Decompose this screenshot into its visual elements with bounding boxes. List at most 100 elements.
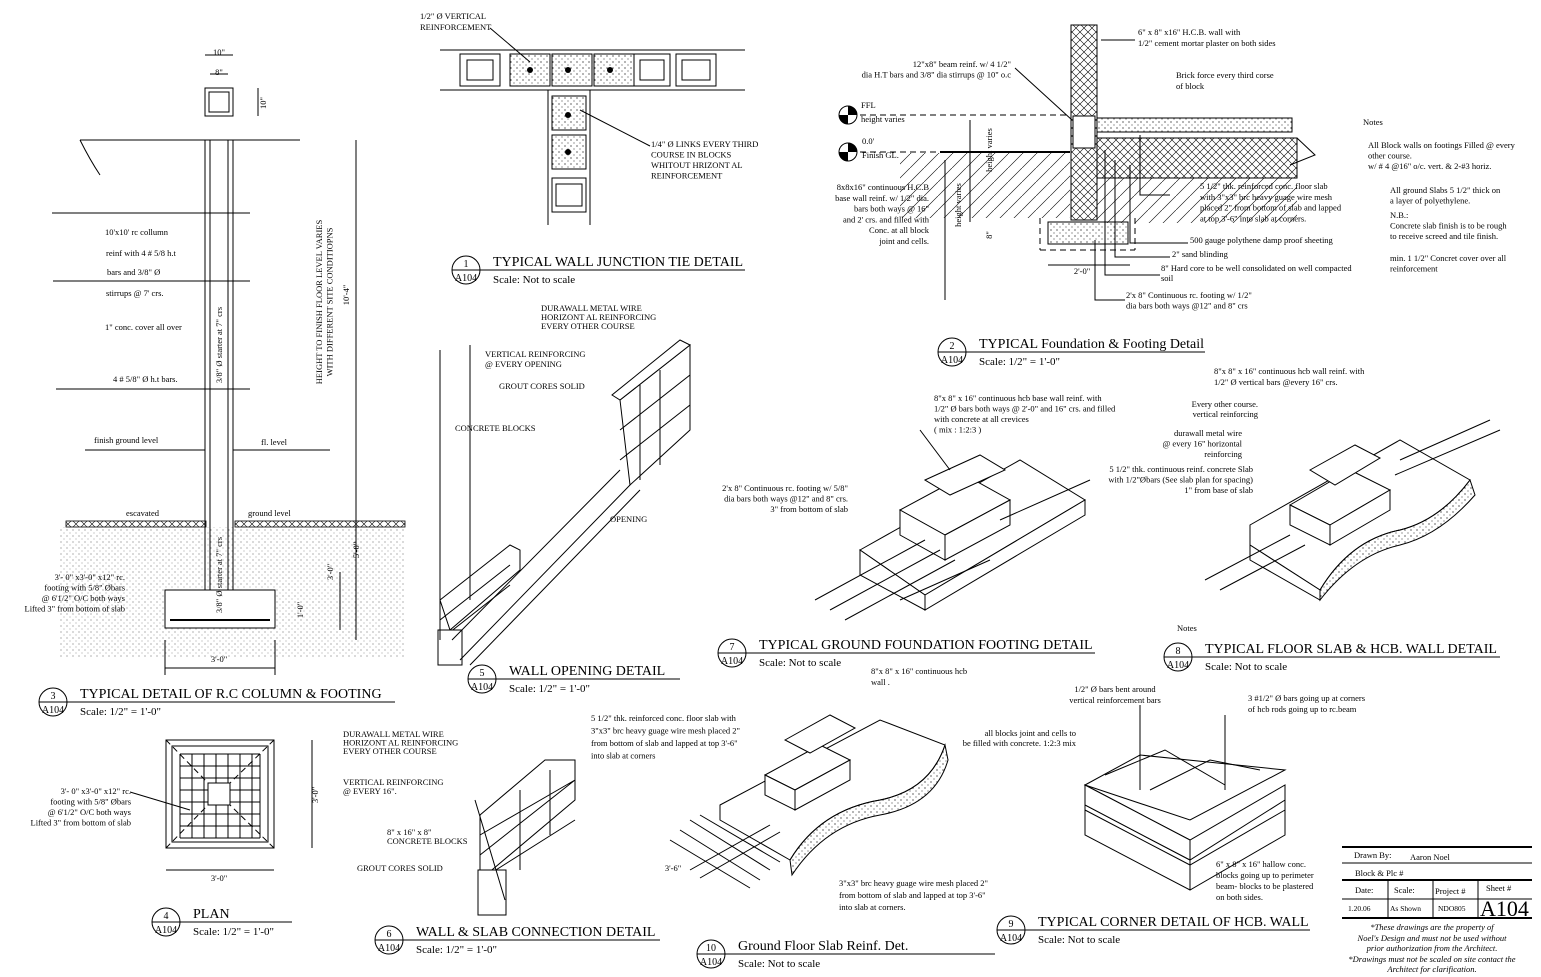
- annotation-col-e: 1" conc. cover all over: [105, 322, 182, 332]
- title-block: Drawn By: Aaron Noel Block & Plc # Date:…: [1348, 850, 1529, 974]
- annotation-notes-4: min. 1 1/2" Concret cover over allreinfo…: [1390, 253, 1507, 274]
- title-block-frame: [1342, 846, 1532, 919]
- annotation-notes-1: All Block walls on footings Filled @ eve…: [1368, 140, 1516, 171]
- annotation-d9-hollow: 6" x 8" x 16" hallow conc.blocks going u…: [1216, 859, 1314, 902]
- annotation-notes-2: All ground Slabs 5 1/2" thick ona layer …: [1390, 185, 1501, 206]
- detail-sheet-ref: A104: [1167, 660, 1189, 671]
- annotation-line: on both sides.: [1216, 892, 1263, 902]
- annotation-line: a layer of polyethylene.: [1390, 196, 1470, 206]
- annotation-line: base wall reinf. w/ 1/2" dia.: [835, 193, 929, 203]
- annotation-line: 1/4" Ø LINKS EVERY THIRD: [651, 139, 758, 149]
- annotation-line: Lifted 3" from bottom of slab: [25, 604, 126, 614]
- annotation-line: fl. level: [261, 437, 288, 447]
- annotation-line: with 3"x3" brc heavy guage wire mesh: [1200, 192, 1333, 202]
- annotation-line: 8" Hard core to be well consolidated on …: [1161, 263, 1352, 273]
- annotation-line: 1/2" Ø bars both ways @ 2'-0" and 16" cr…: [934, 404, 1116, 414]
- annotation-line: at top 3'-6" into slab at corners.: [1200, 213, 1306, 223]
- annotation-col-a: 10'x10' rc collumn: [105, 227, 169, 237]
- foundation-section-drawing: [838, 24, 1316, 301]
- annotation-plan-30h: 3'-0": [211, 873, 227, 883]
- disclaimer-line: *Drawings must not be scaled on site con…: [1348, 954, 1515, 964]
- annotation-line: 5 1/2" thk. reinforced conc. floor slab: [1200, 181, 1328, 191]
- detail-number: 9: [1009, 919, 1014, 930]
- annotation-line: 10": [213, 47, 225, 57]
- project-value: NDO805: [1438, 904, 1466, 913]
- annotation-col-starter1: 3/8" Ø starter at 7" crs: [214, 307, 224, 383]
- annotation-line: 10": [258, 97, 268, 109]
- detail-number: 1: [464, 259, 469, 270]
- annotation-line: height varies: [953, 183, 963, 227]
- detail-sheet-ref: A104: [155, 925, 177, 936]
- annotation-line: 8": [215, 67, 223, 77]
- detail-number: 6: [387, 929, 392, 940]
- disclaimer-line: Architect for clarification.: [1386, 964, 1476, 974]
- annotation-line: CONCRETE BLOCKS: [455, 423, 536, 433]
- annotation-d8-notes: Notes: [1177, 623, 1197, 633]
- annotation-line: 3/8" Ø starter at 7" crs: [214, 307, 224, 383]
- annotation-line: 6" x 8" x 16" hallow conc.: [1216, 859, 1306, 869]
- annotation-line: all blocks joint and cells to: [985, 728, 1076, 738]
- annotation-line: 500 gauge polythene damp proof sheeting: [1190, 235, 1334, 245]
- annotation-line: dia bars both ways @12" and 8" crs.: [724, 494, 848, 504]
- annotation-line: stirrups @ 7' crs.: [106, 288, 164, 298]
- annotation-line: min. 1 1/2" Concret cover over all: [1390, 253, 1507, 263]
- disclaimer-line: prior authorization from the Architect.: [1366, 943, 1498, 953]
- annotation-col-gl: ground level: [248, 508, 291, 518]
- annotation-line: 10'x10' rc collumn: [105, 227, 169, 237]
- drawn-by-label: Drawn By:: [1354, 850, 1392, 860]
- annotation-line: EVERY OTHER COURSE: [541, 321, 635, 331]
- annotation-line: reinforcing: [1204, 449, 1243, 459]
- detail-sheet-ref: A104: [378, 943, 400, 954]
- annotation-line: 3"x3" brc heavy guage wire mesh placed 2…: [839, 878, 988, 888]
- annotation-line: Brick force every third corse: [1176, 70, 1274, 80]
- annotation-line: Concrete slab finish is to be rough: [1390, 221, 1507, 231]
- annotation-line: wall .: [871, 677, 890, 687]
- column-footing-drawing: [52, 54, 406, 675]
- detail-title: TYPICAL FLOOR SLAB & HCB. WALL DETAIL: [1205, 642, 1497, 657]
- annotation-line: CONCRETE BLOCKS: [387, 836, 468, 846]
- annotation-line: 3/8" Ø starter at 7" crs: [214, 537, 224, 613]
- annotation-line: @ EVERY OPENING: [485, 359, 562, 369]
- annotation-line: into slab at corners: [591, 751, 655, 761]
- annotation-line: finish ground level: [94, 435, 159, 445]
- annotation-line: DURAWALL METAL WIRE: [343, 729, 444, 739]
- annotation-line: 4 # 5/8" Ø h.t bars.: [113, 374, 178, 384]
- annotation-line: w/ # 4 @16" o/c. vert. & 2-#3 horiz.: [1368, 161, 1491, 171]
- annotation-col-d: stirrups @ 7' crs.: [106, 288, 164, 298]
- annotation-d10-mesh: 3"x3" brc heavy guage wire mesh placed 2…: [839, 878, 988, 912]
- annotation-line: 10'-4": [341, 285, 351, 306]
- annotation-line: 2'x 8" Continuous rc. footing w/ 1/2": [1126, 290, 1252, 300]
- annotation-col-fgl: finish ground level: [94, 435, 159, 445]
- annotation-line: 12"x8" beam reinf. w/ 4 1/2": [913, 59, 1011, 69]
- detail-number: 8: [1176, 646, 1181, 657]
- annotation-line: 3 #1/2" Ø bars going up at corners: [1248, 693, 1365, 703]
- detail-number: 4: [164, 911, 169, 922]
- annotation-line: bars both ways @ 16": [854, 204, 929, 214]
- annotation-line: HORIZONT AL REINFORCING: [343, 738, 458, 748]
- date-label: Date:: [1355, 885, 1373, 895]
- detail-sheet-ref: A104: [455, 273, 477, 284]
- annotation-line: height varies: [861, 114, 905, 124]
- annotation-line: blocks going up to perimeter: [1216, 870, 1314, 880]
- annotation-d8-wall: 8"x 8" x 16" continuous hcb wall reinf. …: [1214, 366, 1365, 387]
- annotation-line: Lifted 3" from bottom of slab: [31, 818, 132, 828]
- annotation-line: from bottom of slab and lapped at top 3'…: [591, 738, 738, 748]
- annotation-line: GROUT CORES SOLID: [357, 863, 443, 873]
- annotation-line: 3'- 0" x3'-0" x12" rc.: [55, 572, 125, 582]
- annotation-line: 8"x 8" x 16" continuous hcb: [871, 666, 967, 676]
- annotation-line: ( mix : 1:2:3 ): [934, 425, 981, 435]
- annotation-d7-base: 8"x 8" x 16" continuous hcb base wall re…: [934, 393, 1116, 435]
- annotation-col-50: 5'-0": [351, 542, 361, 558]
